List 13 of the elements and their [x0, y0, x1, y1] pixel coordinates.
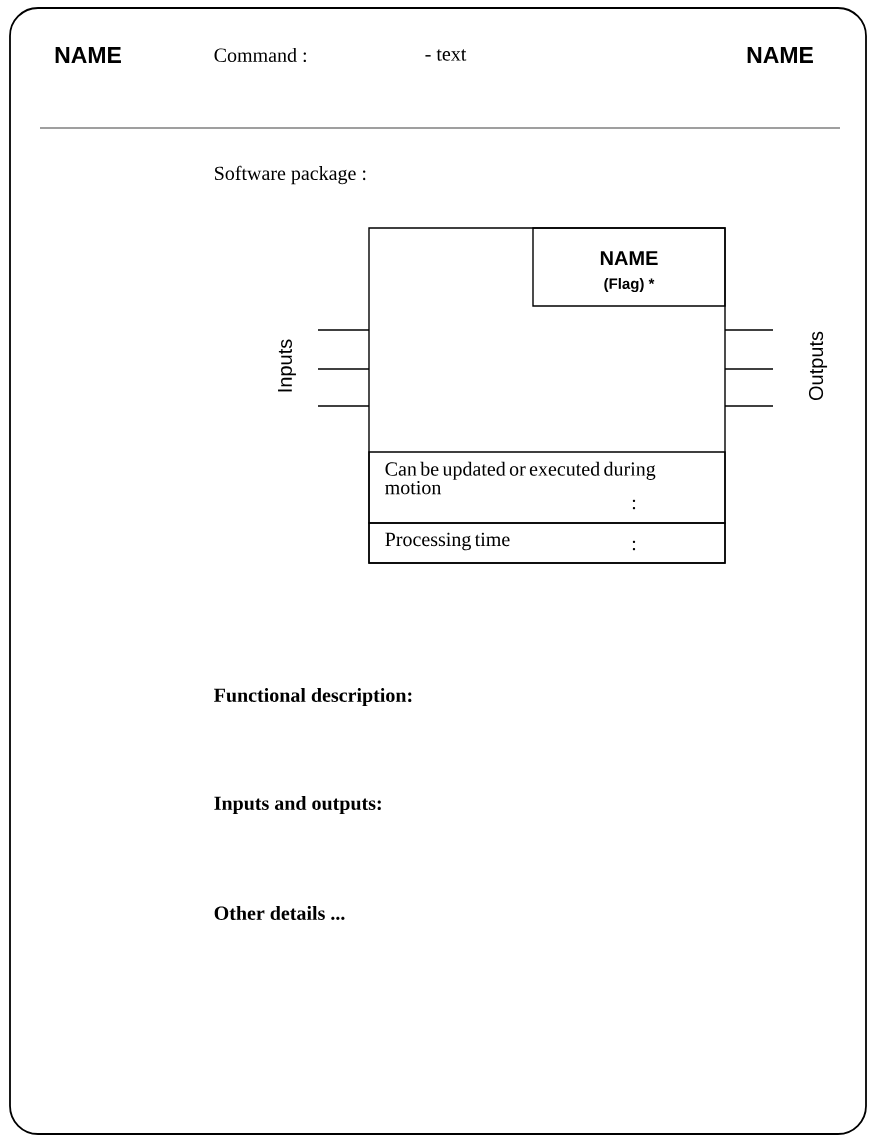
table-row: Can be updated or executed during motion :: [368, 451, 726, 524]
table-row: Processing time :: [368, 522, 726, 564]
heading-text: NAME: [55, 47, 121, 63]
section-heading: Other details ...: [214, 905, 345, 921]
section-heading: Functional description:: [214, 687, 412, 707]
inputs-label: Inputs: [278, 339, 296, 392]
section-heading: Inputs and outputs:: [214, 795, 381, 815]
command-label: Command :: [214, 47, 306, 63]
outputs-label: Outputs: [808, 331, 828, 401]
flag-box: NAME (Flag) *: [532, 227, 726, 307]
command-text: - text: [425, 49, 467, 61]
package-label: Software package :: [215, 165, 366, 185]
heading-text: NAME: [747, 47, 813, 63]
